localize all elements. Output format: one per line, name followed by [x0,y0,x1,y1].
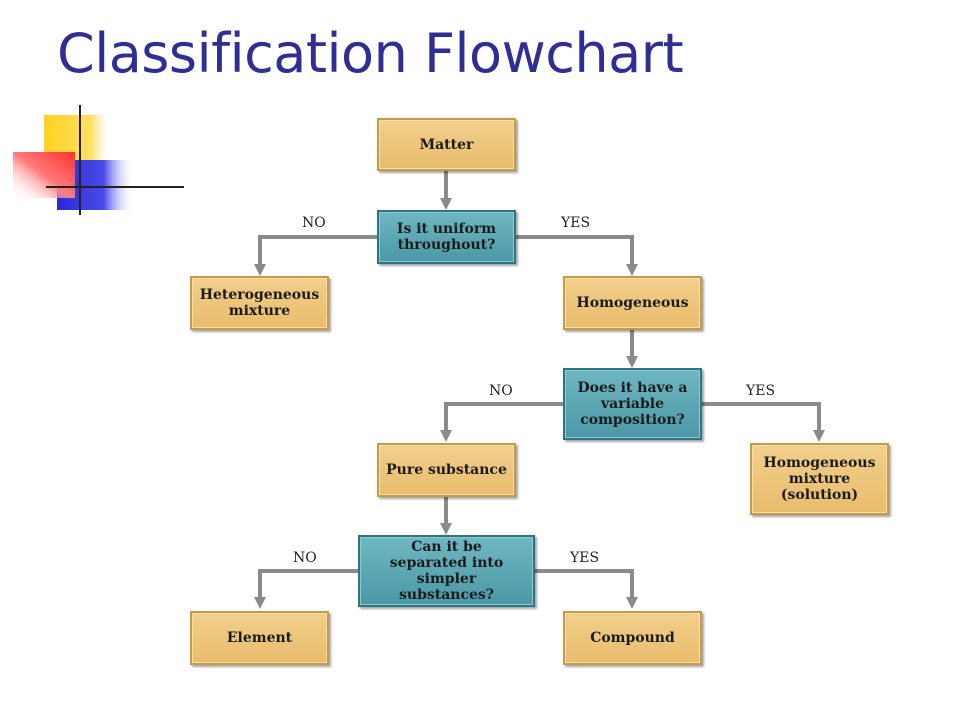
node-question-separated: Can it be separated into simpler substan… [358,535,535,607]
arrow-q2-yes [702,402,821,432]
node-element: Element [190,611,329,665]
q3-no-label: NO [293,550,317,566]
node-homogeneous-mixture-solution: Homogeneous mixture (solution) [750,443,889,515]
arrow-q3-yes [535,569,634,599]
q2-no-label: NO [489,383,513,399]
q1-yes-label: YES [561,215,591,231]
decorative-squares-graphic [13,105,184,215]
node-homogeneous: Homogeneous [563,276,702,330]
slide-title: Classification Flowchart [57,22,684,85]
node-question-variable-composition: Does it have a variable composition? [563,368,702,440]
node-heterogeneous-mixture: Heterogeneous mixture [190,276,329,330]
arrow-q3-no [258,569,358,599]
q1-no-label: NO [302,215,326,231]
red-square [13,152,75,198]
node-matter: Matter [377,118,516,171]
arrow-q1-yes [516,235,634,266]
q2-yes-label: YES [746,383,776,399]
node-pure-substance: Pure substance [377,443,516,497]
arrow-q2-no [444,402,563,432]
node-compound: Compound [563,611,702,665]
node-question-uniform: Is it uniform throughout? [377,210,516,264]
arrow-q1-no [258,235,377,266]
q3-yes-label: YES [570,550,600,566]
